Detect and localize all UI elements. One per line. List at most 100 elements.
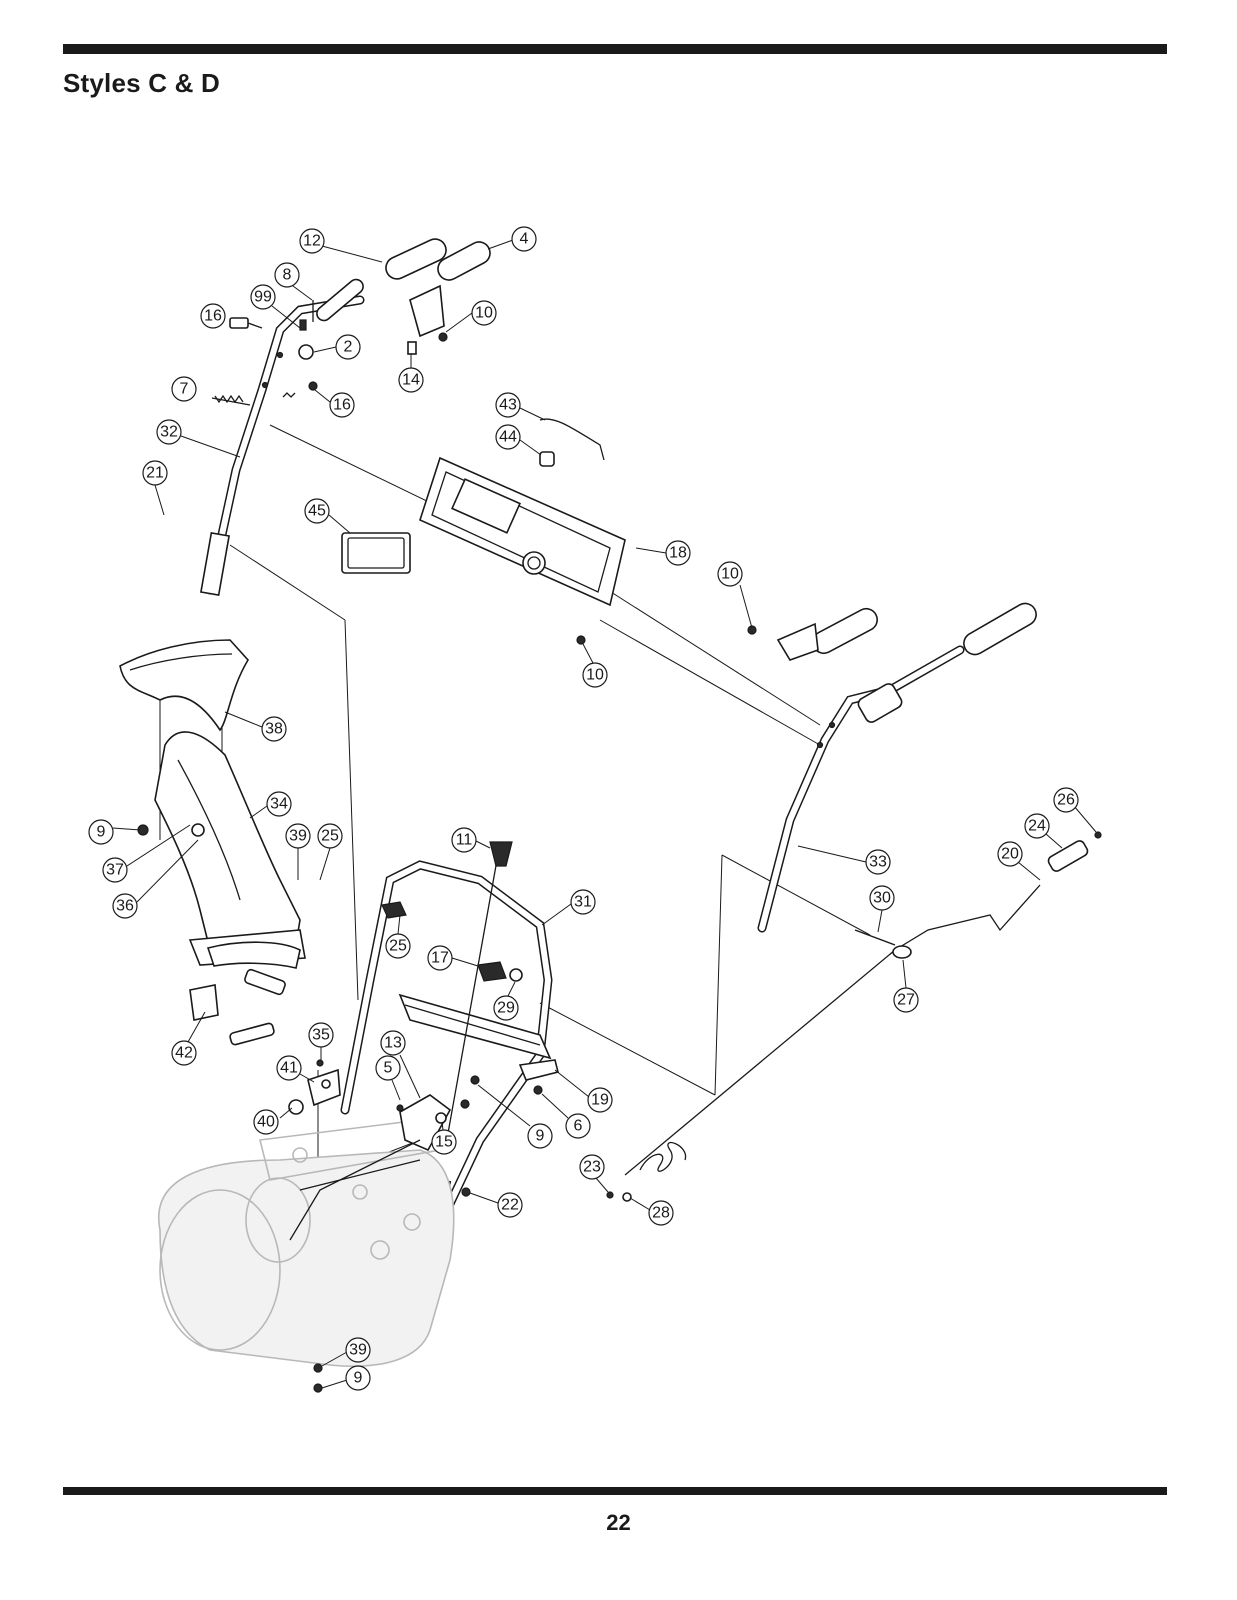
callout-44: 44 [495, 424, 521, 450]
callout-12: 12 [299, 228, 325, 254]
discharge-chute [119, 639, 306, 1046]
svg-text:25: 25 [321, 828, 339, 845]
callout-45: 45 [304, 498, 330, 524]
callout-22: 22 [497, 1192, 523, 1218]
callout-10-right: 10 [717, 561, 743, 587]
page-title: Styles C & D [63, 68, 221, 98]
callout-19: 19 [587, 1087, 613, 1113]
crank-bracket [288, 1059, 543, 1393]
callout-9-bottom: 9 [345, 1365, 371, 1391]
svg-text:22: 22 [501, 1197, 519, 1214]
svg-text:16: 16 [204, 308, 222, 325]
svg-text:10: 10 [721, 566, 739, 583]
callout-10-mid: 10 [582, 662, 608, 688]
callout-40: 40 [253, 1109, 279, 1135]
svg-text:36: 36 [116, 898, 134, 915]
svg-text:2: 2 [344, 339, 353, 356]
callout-25-top: 25 [317, 823, 343, 849]
callout-8: 8 [274, 262, 300, 288]
auger-housing [157, 1119, 455, 1368]
page-number: 22 [606, 1510, 631, 1535]
svg-text:40: 40 [257, 1114, 275, 1131]
callout-18: 18 [665, 540, 691, 566]
svg-text:29: 29 [497, 1000, 515, 1017]
svg-text:33: 33 [869, 854, 887, 871]
svg-text:38: 38 [265, 721, 283, 738]
callout-11: 11 [451, 827, 477, 853]
callout-15: 15 [431, 1129, 457, 1155]
callout-6: 6 [565, 1113, 591, 1139]
svg-text:8: 8 [283, 267, 292, 284]
callout-20: 20 [997, 841, 1023, 867]
callout-9-mid: 9 [527, 1123, 553, 1149]
callout-99: 99 [250, 284, 276, 310]
svg-text:99: 99 [254, 289, 272, 306]
bottom-rule [63, 1487, 1167, 1495]
svg-text:23: 23 [583, 1159, 601, 1176]
svg-text:11: 11 [456, 832, 473, 849]
svg-text:32: 32 [160, 424, 178, 441]
svg-text:39: 39 [349, 1342, 367, 1359]
svg-text:21: 21 [146, 465, 164, 482]
callout-16-top: 16 [200, 303, 226, 329]
svg-text:7: 7 [180, 381, 189, 398]
callout-36: 36 [112, 893, 138, 919]
svg-text:24: 24 [1028, 818, 1046, 835]
callout-39-top: 39 [285, 823, 311, 849]
top-rule [63, 44, 1167, 54]
svg-text:45: 45 [308, 503, 326, 520]
svg-text:43: 43 [499, 397, 517, 414]
svg-text:34: 34 [270, 796, 288, 813]
callout-30: 30 [869, 885, 895, 911]
callout-27: 27 [893, 987, 919, 1013]
svg-text:18: 18 [669, 545, 687, 562]
callout-28: 28 [648, 1200, 674, 1226]
callout-33: 33 [865, 849, 891, 875]
callout-7: 7 [171, 376, 197, 402]
chute-control-rod [606, 831, 1102, 1202]
svg-text:37: 37 [106, 862, 124, 879]
svg-text:9: 9 [97, 824, 106, 841]
svg-text:9: 9 [354, 1370, 363, 1387]
callout-34: 34 [266, 791, 292, 817]
handle-grips-left [298, 238, 491, 360]
callout-25-lower: 25 [385, 933, 411, 959]
callout-17: 17 [427, 945, 453, 971]
callout-4: 4 [511, 226, 537, 252]
callout-43: 43 [495, 392, 521, 418]
svg-text:17: 17 [431, 950, 449, 967]
callout-5: 5 [375, 1055, 401, 1081]
upper-handle-left [200, 295, 365, 597]
svg-text:16: 16 [333, 397, 351, 414]
svg-text:13: 13 [384, 1035, 402, 1052]
svg-text:5: 5 [384, 1060, 393, 1077]
svg-text:26: 26 [1057, 792, 1075, 809]
upper-hardware [211, 300, 448, 406]
callout-31: 31 [570, 889, 596, 915]
svg-text:41: 41 [280, 1060, 298, 1077]
svg-text:39: 39 [289, 828, 307, 845]
svg-text:15: 15 [435, 1134, 453, 1151]
callout-38: 38 [261, 716, 287, 742]
svg-text:27: 27 [897, 992, 915, 1009]
dash-panel [341, 418, 626, 645]
callouts: 12 4 8 99 16 10 2 14 7 16 43 44 32 21 45… [88, 226, 1097, 1391]
svg-text:25: 25 [389, 938, 407, 955]
callout-13: 13 [380, 1030, 406, 1056]
callout-21: 21 [142, 460, 168, 486]
svg-text:9: 9 [536, 1128, 545, 1145]
svg-text:12: 12 [303, 233, 321, 250]
callout-23: 23 [579, 1154, 605, 1180]
svg-text:10: 10 [475, 305, 493, 322]
svg-text:44: 44 [499, 429, 517, 446]
callout-42: 42 [171, 1040, 197, 1066]
callout-16-mid: 16 [329, 392, 355, 418]
callout-14: 14 [398, 367, 424, 393]
svg-text:28: 28 [652, 1205, 670, 1222]
callout-29: 29 [493, 995, 519, 1021]
callout-2: 2 [335, 334, 361, 360]
callout-35: 35 [308, 1022, 334, 1048]
svg-text:6: 6 [574, 1118, 583, 1135]
svg-text:4: 4 [520, 231, 529, 248]
